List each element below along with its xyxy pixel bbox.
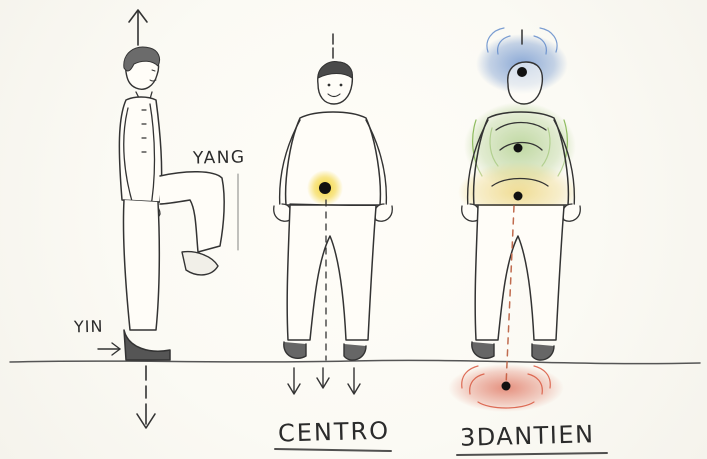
centro-caption: CENTRO (278, 419, 391, 446)
yang-label: YANG (193, 149, 246, 167)
right-arrow-icon (98, 343, 120, 355)
middle-dantien-point (514, 144, 523, 153)
figure-three-dantien (448, 28, 580, 412)
figure-one-leg (98, 10, 238, 428)
lower-dantien-point (514, 192, 523, 201)
dantien-caption: 3DANTIEN (460, 422, 595, 450)
figure-centro (274, 34, 393, 394)
ground-line (10, 360, 700, 363)
up-arrow-icon (129, 10, 147, 45)
earth-point (502, 382, 511, 391)
down-arrow-icon (137, 366, 155, 428)
upper-dantien-point (517, 67, 527, 77)
down-arrow-icon (288, 368, 360, 394)
yin-label: YIN (74, 319, 104, 336)
